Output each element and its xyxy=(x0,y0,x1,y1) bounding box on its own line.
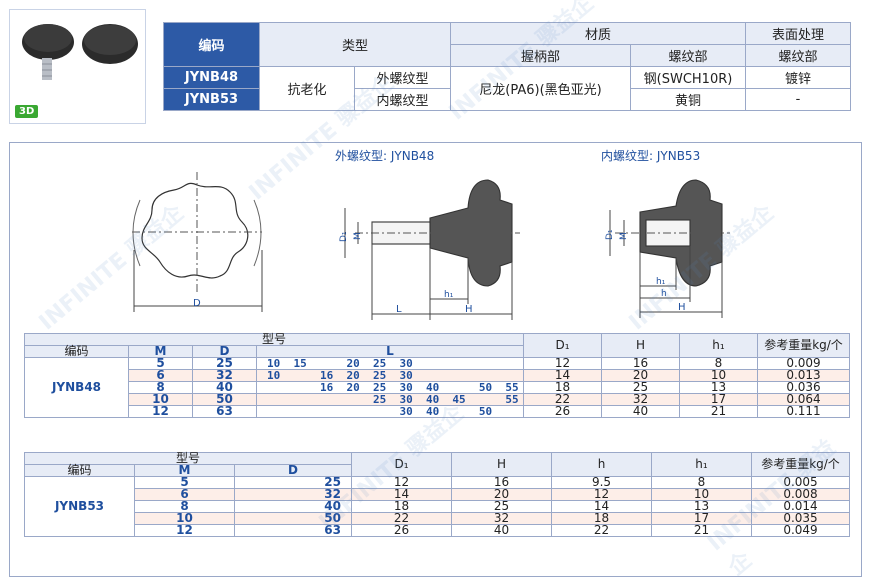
cell-D1: 26 xyxy=(523,405,602,418)
cell-H: 32 xyxy=(601,393,680,406)
cell-D1: 22 xyxy=(351,512,452,525)
code-cell[interactable]: JYNB53 xyxy=(24,476,135,537)
cell-weight: 0.111 xyxy=(757,405,850,418)
cell-D: 32 xyxy=(234,488,352,501)
label-D: D xyxy=(193,298,201,309)
cell-M: 12 xyxy=(128,405,193,418)
hdr-surface: 表面处理 xyxy=(745,22,851,45)
hdr-thread-surface: 螺纹部 xyxy=(745,44,851,67)
label-H-ext: H xyxy=(465,304,473,315)
spec-table-jynb48: 型号 D₁ H h₁ 参考重量kg/个 编码 M D L JYNB48 5 25… xyxy=(24,333,850,418)
type-internal: 内螺纹型 xyxy=(354,88,451,111)
cell-L: 10 15 20 25 30 xyxy=(256,357,524,370)
hdr-code: 编码 xyxy=(24,345,129,358)
hdr-D1: D₁ xyxy=(351,452,452,477)
cell-weight: 0.005 xyxy=(751,476,850,489)
cell-H: 40 xyxy=(601,405,680,418)
hdr-h1: h₁ xyxy=(679,333,758,358)
label-h-int: h xyxy=(661,289,667,299)
spec-panel xyxy=(9,142,862,577)
cell-M: 12 xyxy=(134,524,235,537)
label-L: L xyxy=(396,304,402,315)
hdr-H: H xyxy=(601,333,680,358)
int-drawing-title: 内螺纹型: JYNB53 xyxy=(601,149,700,163)
surface-53: - xyxy=(745,88,851,111)
code-jynb53[interactable]: JYNB53 xyxy=(163,88,260,111)
cell-M: 10 xyxy=(128,393,193,406)
cell-H: 20 xyxy=(451,488,552,501)
label-D1-int: D₁ xyxy=(605,229,615,240)
hdr-H: H xyxy=(451,452,552,477)
label-M-int: M xyxy=(619,232,629,240)
type-shared: 抗老化 xyxy=(259,66,355,111)
hdr-weight: 参考重量kg/个 xyxy=(757,333,850,358)
cell-D1: 26 xyxy=(351,524,452,537)
hdr-h1: h₁ xyxy=(651,452,752,477)
cell-L: 16 20 25 30 40 50 55 xyxy=(256,381,524,394)
cell-L: 30 40 50 xyxy=(256,405,524,418)
cell-D: 50 xyxy=(192,393,257,406)
cell-D1: 14 xyxy=(523,369,602,382)
hdr-D: D xyxy=(234,464,352,477)
cell-h1: 21 xyxy=(679,405,758,418)
hdr-D1: D₁ xyxy=(523,333,602,358)
hdr-material: 材质 xyxy=(450,22,746,45)
thread-material-53: 黄铜 xyxy=(630,88,746,111)
ext-drawing-title: 外螺纹型: JYNB48 xyxy=(335,149,434,163)
cell-D: 63 xyxy=(192,405,257,418)
code-jynb48[interactable]: JYNB48 xyxy=(163,66,260,89)
cell-D1: 22 xyxy=(523,393,602,406)
label-h1-ext: h₁ xyxy=(444,290,454,300)
cell-L: 10 16 20 25 30 xyxy=(256,369,524,382)
cell-M: 6 xyxy=(128,369,193,382)
cell-h: 14 xyxy=(551,500,652,513)
cell-weight: 0.049 xyxy=(751,524,850,537)
hdr-h: h xyxy=(551,452,652,477)
cell-h1: 21 xyxy=(651,524,752,537)
cell-H: 40 xyxy=(451,524,552,537)
label-H-int: H xyxy=(678,302,686,313)
hdr-model: 型号 xyxy=(24,333,524,346)
cell-weight: 0.036 xyxy=(757,381,850,394)
spec-table-jynb53: 型号 D₁ H h h₁ 参考重量kg/个 编码 M D JYNB53 5 25… xyxy=(24,452,850,537)
hdr-type: 类型 xyxy=(259,22,451,67)
product-photo: 3D xyxy=(9,9,146,124)
cell-h: 22 xyxy=(551,524,652,537)
cell-weight: 0.064 xyxy=(757,393,850,406)
knob-top-view xyxy=(141,182,249,279)
cell-h1: 17 xyxy=(651,512,752,525)
info-table: 编码 类型 材质 表面处理 握柄部 螺纹部 螺纹部 JYNB48 抗老化 外螺纹… xyxy=(163,22,851,111)
hdr-weight: 参考重量kg/个 xyxy=(751,452,850,477)
hdr-code: 编码 xyxy=(24,464,135,477)
cell-D1: 14 xyxy=(351,488,452,501)
hdr-code: 编码 xyxy=(163,22,260,67)
cell-L: 25 30 40 45 55 xyxy=(256,393,524,406)
cell-D: 50 xyxy=(234,512,352,525)
3d-badge[interactable]: 3D xyxy=(15,105,39,118)
code-cell[interactable]: JYNB48 xyxy=(24,357,129,418)
technical-drawings: D 外螺纹型: JYNB48 L h₁ H D₁ M 内螺纹型: JYNB53 … xyxy=(132,149,730,320)
knob-render-icon xyxy=(22,24,138,80)
label-M-ext: M xyxy=(353,232,363,240)
hdr-L: L xyxy=(256,345,524,358)
hdr-thread-material: 螺纹部 xyxy=(630,44,746,67)
cell-D: 63 xyxy=(234,524,352,537)
cell-h1: 10 xyxy=(679,369,758,382)
cell-h: 12 xyxy=(551,488,652,501)
label-D1-ext: D₁ xyxy=(339,231,349,242)
label-h1-int: h₁ xyxy=(656,277,666,287)
